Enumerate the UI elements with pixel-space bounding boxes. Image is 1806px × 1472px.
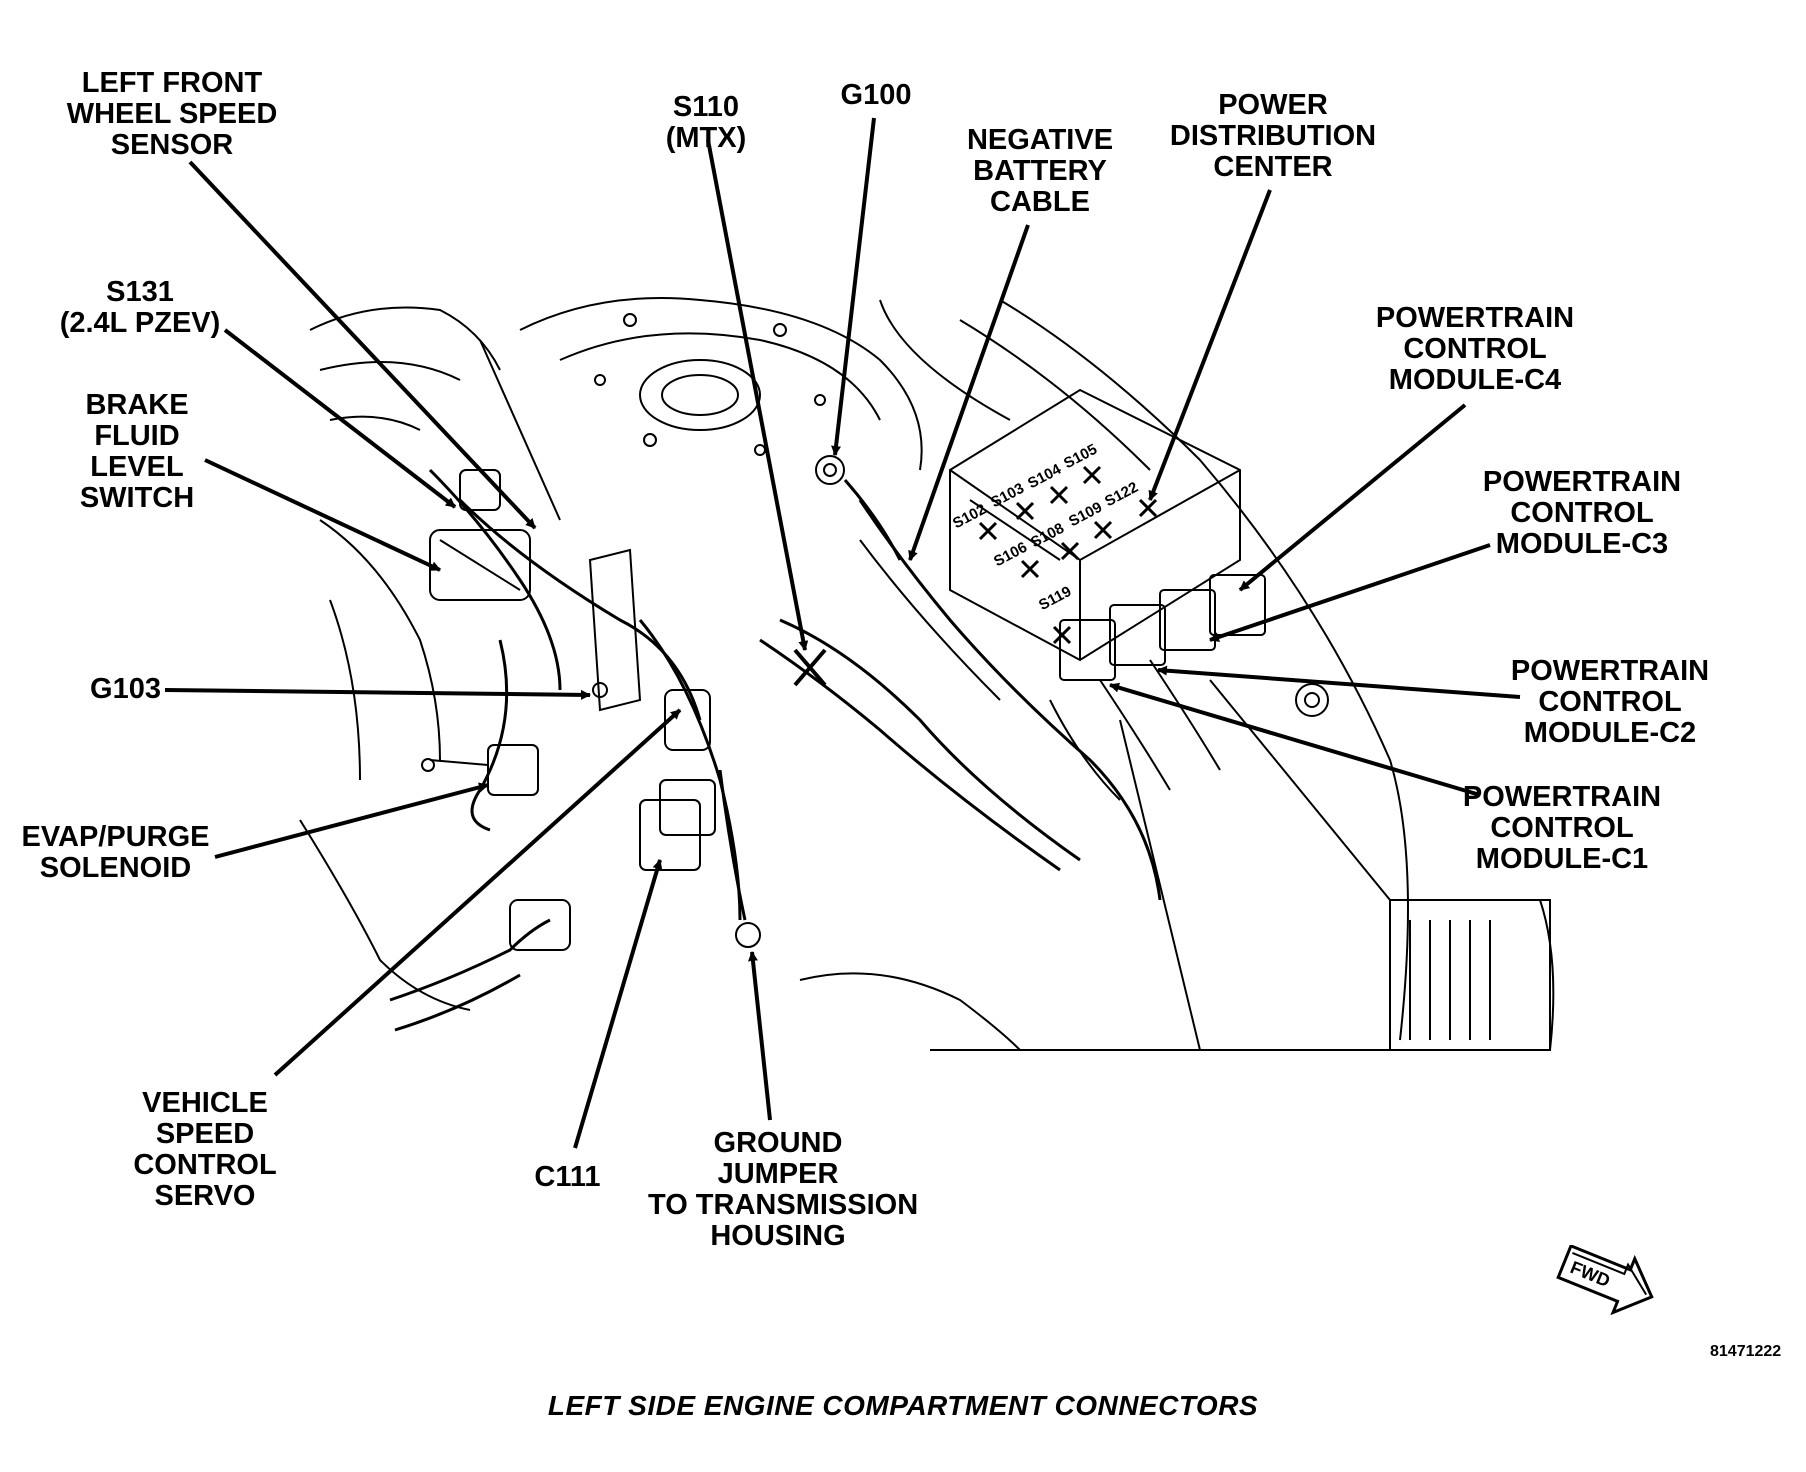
splice-markers [793,465,1158,687]
label-pcm-c1: POWERTRAIN CONTROL MODULE-C1 [1462,781,1662,875]
label-negative-battery-cable: NEGATIVE BATTERY CABLE [966,124,1114,218]
leader-evap-purge-solenoid [214,782,489,859]
label-s110: S110 (MTX) [665,91,747,154]
label-g100: G100 [840,79,912,111]
label-pcm-c4: POWERTRAIN CONTROL MODULE-C4 [1375,302,1575,396]
leader-pcm-c4 [1238,403,1467,592]
label-evap-purge-solenoid: EVAP/PURGE SOLENOID [21,821,210,884]
label-pcm-c3: POWERTRAIN CONTROL MODULE-C3 [1482,466,1682,560]
leader-ground-jumper [747,951,772,1121]
leader-power-distribution-center [1148,189,1272,501]
leader-brake-fluid-level-switch [204,458,441,572]
leader-s131 [223,328,457,509]
label-s131: S131 (2.4L PZEV) [59,276,221,339]
label-pcm-c2: POWERTRAIN CONTROL MODULE-C2 [1510,655,1710,749]
leader-g103 [164,688,591,700]
label-ground-jumper: GROUND JUMPER TO TRANSMISSION HOUSING [648,1127,919,1252]
leader-vehicle-speed-control-servo [273,708,682,1077]
label-c111: C111 [534,1161,601,1193]
leader-pcm-c3 [1209,543,1491,642]
label-brake-fluid-level-switch: BRAKE FLUID LEVEL SWITCH [79,389,195,514]
leader-pcm-c2 [1157,665,1521,699]
leader-g100 [831,117,876,456]
figure-number: 81471222 [1710,1343,1782,1360]
figure-caption: LEFT SIDE ENGINE COMPARTMENT CONNECTORS [547,1390,1259,1421]
label-g103: G103 [90,673,161,705]
leader-negative-battery-cable [908,224,1030,561]
leader-s110 [706,139,809,651]
engine-bay-line-art [299,297,1555,1051]
forward-arrow-icon: FWD [1556,1245,1654,1315]
label-vehicle-speed-control-servo: VEHICLE SPEED CONTROL SERVO [133,1087,277,1212]
leader-left-front-wheel-speed-sensor [188,160,537,530]
label-left-front-wheel-speed-sensor: LEFT FRONT WHEEL SPEED SENSOR [66,67,278,161]
leader-c111 [573,859,663,1149]
leader-lines [164,117,1521,1149]
leader-pcm-c1 [1109,682,1481,797]
label-power-distribution-center: POWER DISTRIBUTION CENTER [1169,89,1377,183]
